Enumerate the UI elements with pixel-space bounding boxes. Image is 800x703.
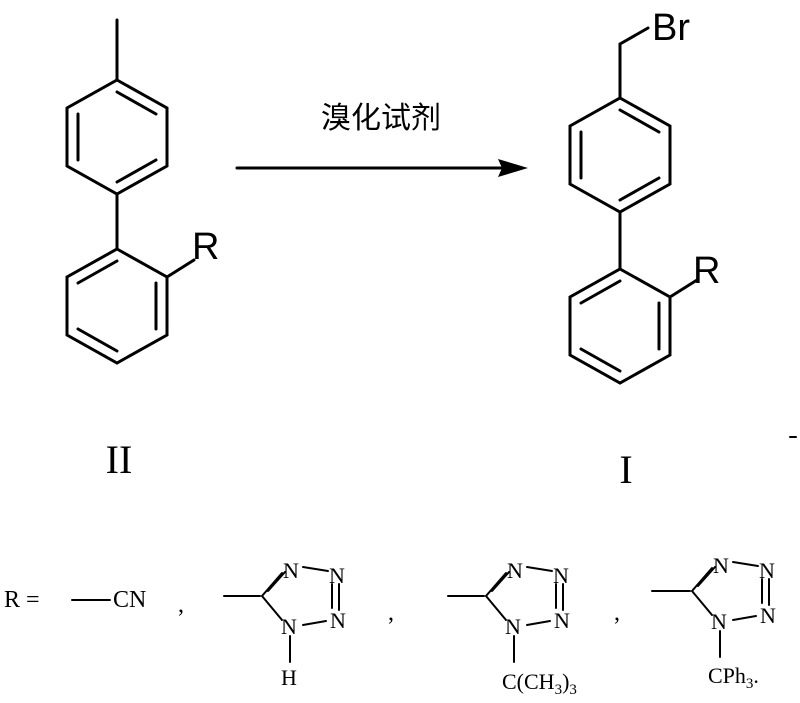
r-equals-label: R = bbox=[4, 587, 40, 613]
tetrazole-double-bond bbox=[267, 571, 286, 592]
ch2-br-bond bbox=[618, 26, 650, 46]
product-lower-ring-double-bond bbox=[579, 279, 622, 305]
reactant-lower-ring-double-bond bbox=[76, 327, 119, 353]
tetrazole-n-atom: N bbox=[507, 558, 523, 583]
product-upper-ring bbox=[568, 96, 672, 214]
reactant-lower-ring-double-bond bbox=[76, 259, 119, 285]
reactant-upper-ring-double-bond bbox=[115, 90, 158, 116]
product-bromine-label: Br bbox=[652, 7, 690, 49]
tetrazole-bond bbox=[261, 595, 283, 621]
nitrile-label: CN bbox=[113, 587, 146, 613]
separator: , bbox=[388, 600, 394, 626]
tetrazole-bond bbox=[691, 567, 713, 592]
tetrazole-h-atom: H bbox=[281, 665, 297, 690]
separator: , bbox=[614, 600, 620, 626]
tetrazole-n-atom: N bbox=[329, 563, 345, 588]
reactant-r-bond bbox=[165, 258, 196, 279]
reactant-structure: R bbox=[65, 18, 219, 365]
reactant-lower-ring bbox=[65, 247, 169, 365]
tetrazole-n-atom: N bbox=[711, 609, 727, 634]
tetrazole-double-bond bbox=[491, 571, 510, 592]
tert-butyl-label: C(CH3)3 bbox=[502, 669, 577, 698]
tetrazole-bond bbox=[732, 615, 757, 621]
tetrazole-bond bbox=[302, 620, 327, 626]
product-r-bond bbox=[668, 278, 699, 299]
tetrazole-bond bbox=[261, 572, 283, 597]
arrow-head bbox=[498, 159, 528, 177]
tetrazole-bond bbox=[691, 590, 713, 616]
reactant-r-label: R bbox=[192, 226, 219, 268]
trityl-label: CPh3. bbox=[708, 663, 759, 692]
tetrazole-n-atom: N bbox=[553, 563, 569, 588]
product-label: I bbox=[619, 447, 632, 492]
tetrazole-bond bbox=[732, 561, 759, 567]
reactant-upper-ring bbox=[65, 78, 169, 196]
tetrazole-n-atom: N bbox=[760, 603, 776, 628]
reactant-label: II bbox=[106, 437, 133, 482]
product-r-label: R bbox=[693, 250, 720, 292]
tetrazole-trityl-option: N N N N CPh3. bbox=[651, 553, 776, 692]
tetrazole-tbu-option: N N N N C(CH3)3 bbox=[447, 558, 577, 698]
tetrazole-n-atom: N bbox=[554, 608, 570, 633]
tetrazole-n-atom: N bbox=[330, 608, 346, 633]
product-upper-ring-double-bond bbox=[618, 176, 661, 202]
tetrazole-n-atom: N bbox=[505, 614, 521, 639]
tetrazole-bond bbox=[485, 572, 507, 597]
tetrazole-n-atom: N bbox=[713, 553, 729, 578]
tetrazole-double-bond bbox=[697, 566, 716, 587]
product-structure: Br R bbox=[568, 7, 720, 385]
tetrazole-1h-option: N N N N H bbox=[223, 558, 346, 690]
tetrazole-bond bbox=[526, 566, 553, 572]
tetrazole-n-atom: N bbox=[759, 558, 775, 583]
product-upper-ring-double-bond bbox=[618, 108, 661, 134]
tetrazole-n-atom: N bbox=[281, 614, 297, 639]
tetrazole-n-atom: N bbox=[283, 558, 299, 583]
reagent-label: 溴化试剂 bbox=[321, 101, 441, 136]
r-definition: R = CN , N N N N H , bbox=[4, 553, 776, 698]
reactant-upper-ring-double-bond bbox=[115, 158, 158, 184]
tetrazole-bond bbox=[526, 620, 551, 626]
reaction-arrow: 溴化试剂 bbox=[235, 101, 528, 177]
tetrazole-bond bbox=[302, 566, 329, 572]
product-lower-ring-double-bond bbox=[579, 347, 622, 373]
separator: , bbox=[178, 592, 184, 618]
tetrazole-bond bbox=[485, 595, 507, 621]
product-lower-ring bbox=[568, 267, 672, 385]
